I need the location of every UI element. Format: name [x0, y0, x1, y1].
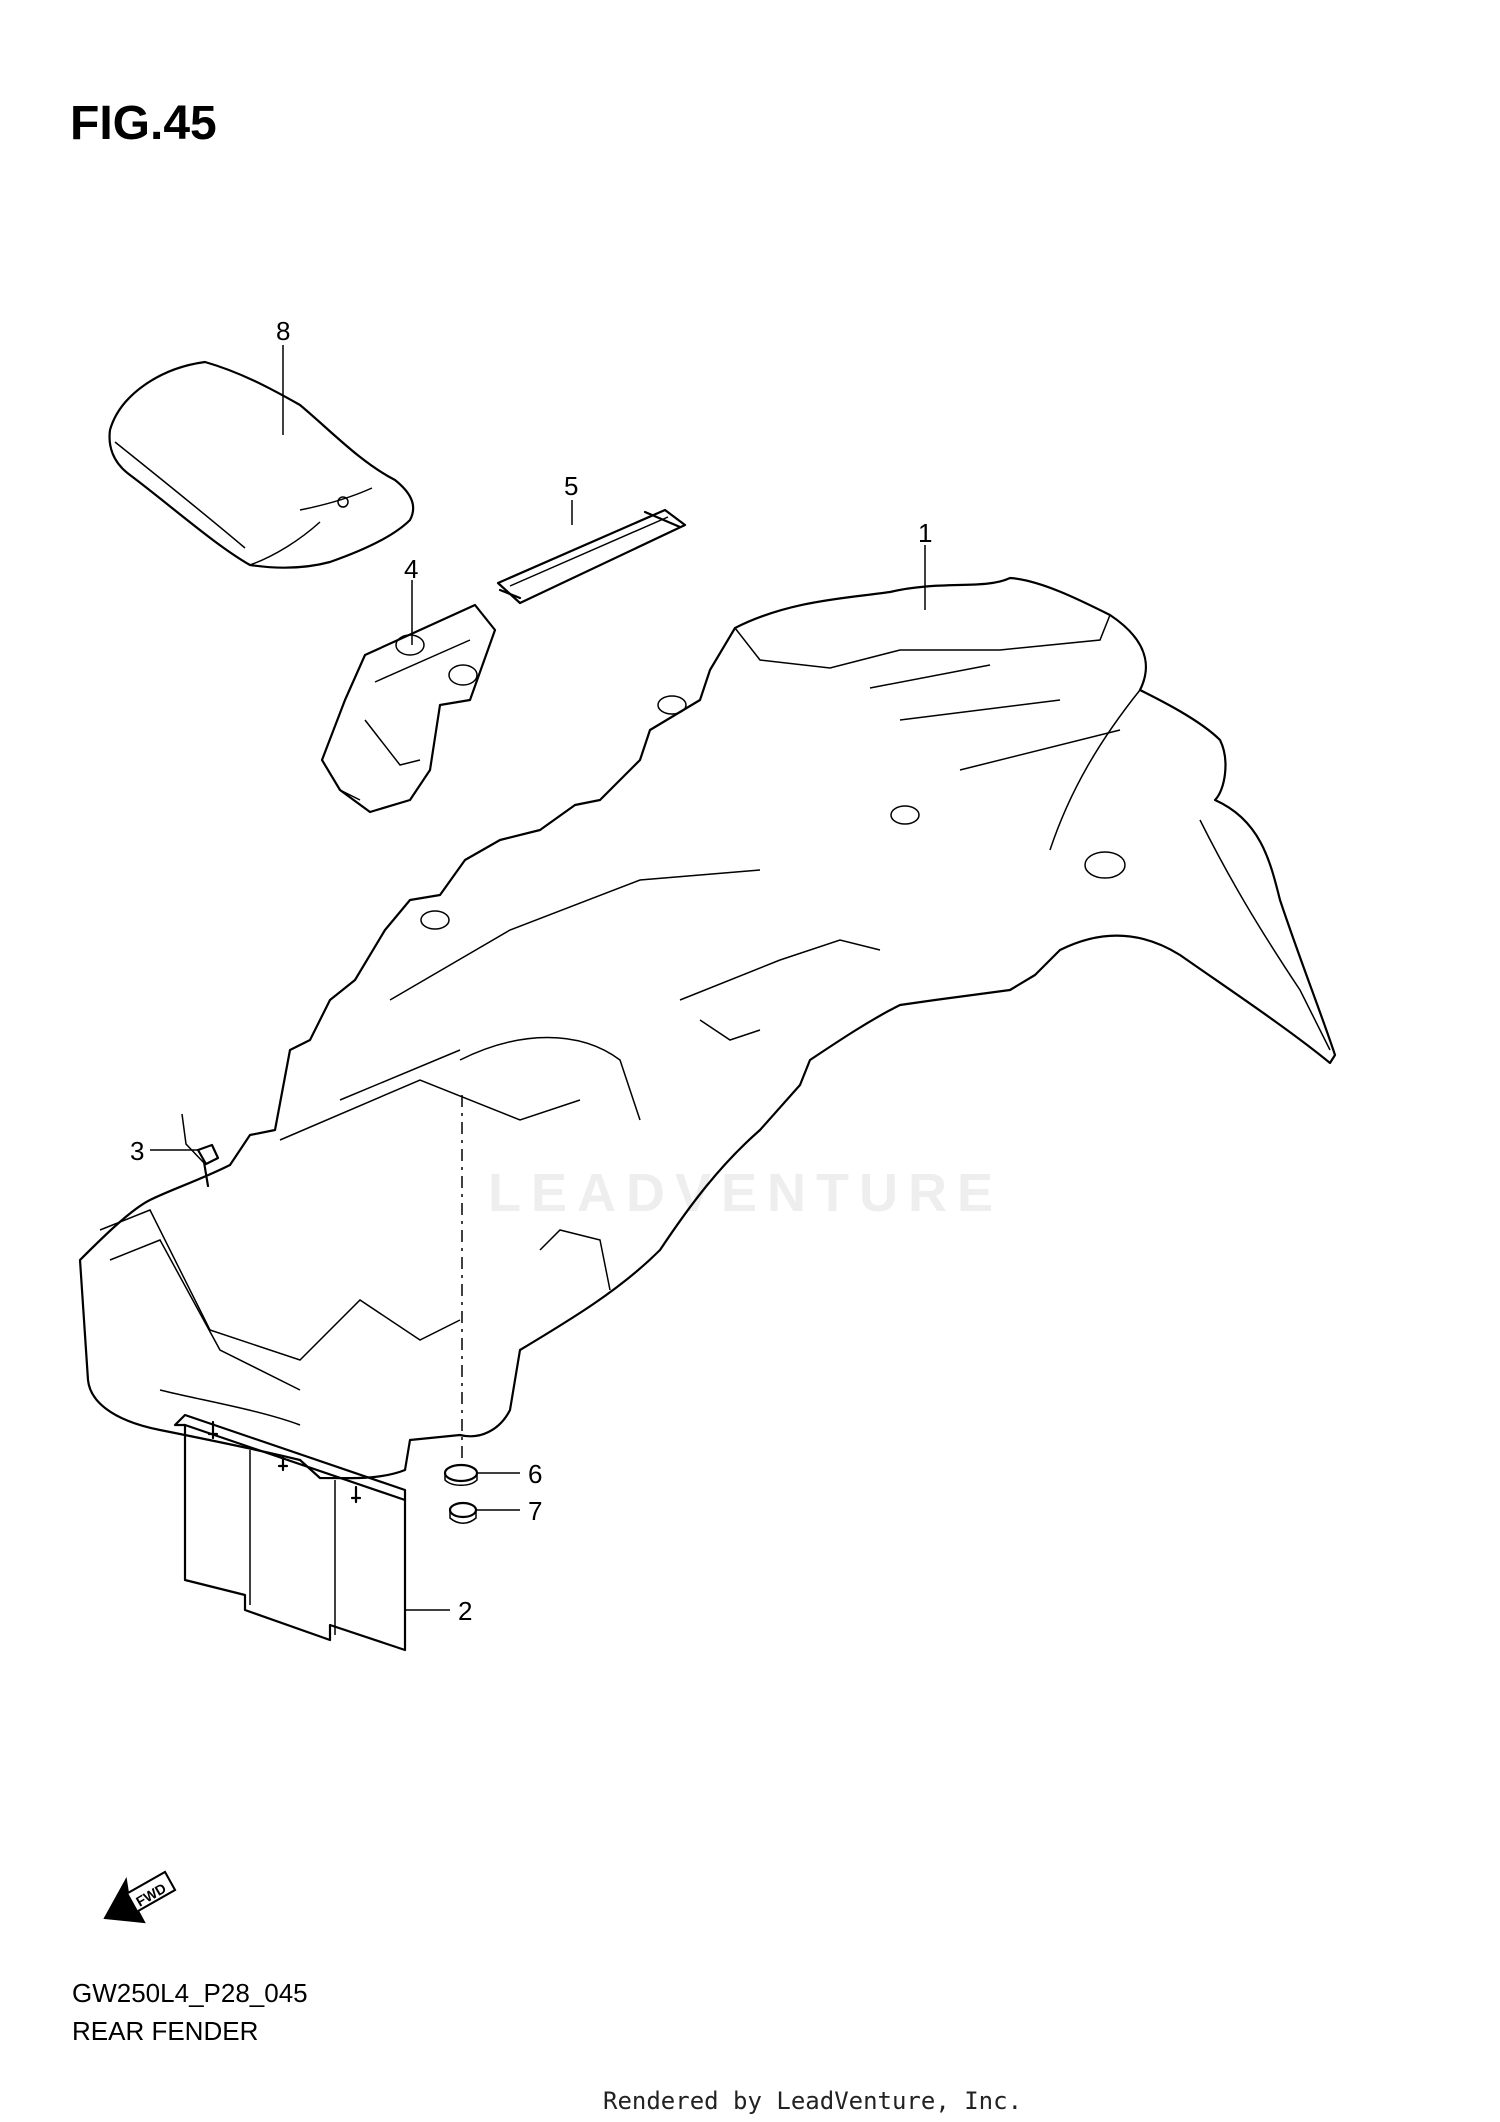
part-2-mud-flap[interactable]: [173, 1413, 407, 1652]
part-3-bolt[interactable]: [181, 1113, 220, 1188]
callout-4: 4: [404, 554, 418, 584]
footer-credit: Rendered by LeadVenture, Inc.: [603, 2087, 1023, 2115]
part-6-washer[interactable]: [443, 1463, 479, 1486]
callout-6: 6: [528, 1459, 542, 1489]
watermark: LEADVENTURE: [488, 1163, 1004, 1223]
fwd-arrow-icon: FWD: [103, 1870, 177, 1924]
part-7-nut[interactable]: [448, 1501, 478, 1524]
part-1-rear-fender[interactable]: [78, 576, 1337, 1480]
leader-lines: [150, 345, 926, 1611]
figure-code: GW250L4_P28_045: [72, 1978, 308, 2008]
callout-1: 1: [918, 518, 932, 548]
callout-3: 3: [130, 1136, 144, 1166]
part-5-strap[interactable]: [496, 508, 687, 605]
figure-title: FIG.45: [70, 97, 217, 150]
callout-7: 7: [528, 1496, 542, 1526]
part-4-holder-bracket[interactable]: [320, 603, 497, 814]
figure-name: REAR FENDER: [72, 2016, 259, 2046]
callout-5: 5: [564, 471, 578, 501]
callout-2: 2: [458, 1596, 472, 1626]
part-8-tool-bag[interactable]: [108, 360, 415, 569]
callout-8: 8: [276, 316, 290, 346]
